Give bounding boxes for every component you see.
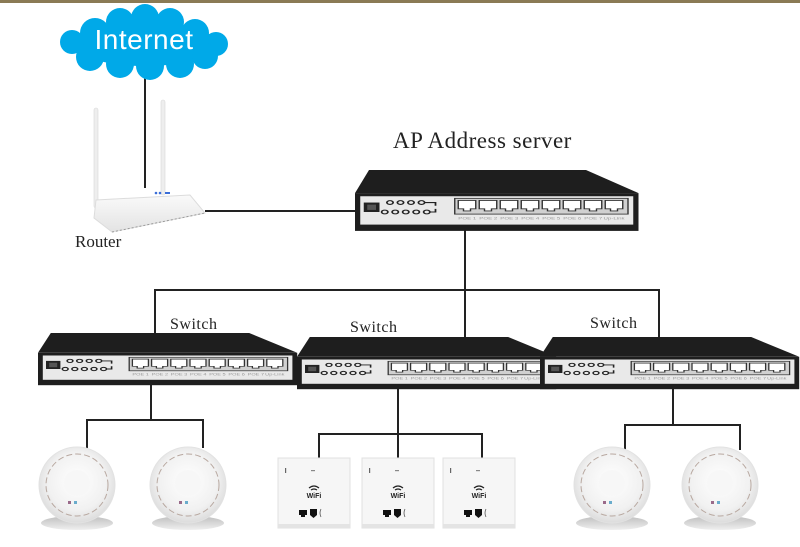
switch-1-label: Switch — [170, 316, 218, 333]
connection-lines — [86, 75, 741, 462]
edge-server-switches — [154, 289, 660, 340]
edge-switch3-aps — [624, 424, 741, 450]
switch-2-icon — [296, 336, 558, 391]
edge-switch2-aps — [318, 433, 483, 462]
server-label: AP Address server — [393, 128, 572, 153]
edge-switch1-aps — [86, 419, 204, 450]
switch-3-icon — [539, 336, 800, 391]
internet-label: Internet — [94, 24, 194, 55]
wall-ap-icon — [277, 457, 351, 529]
router-label: Router — [75, 232, 122, 251]
ceiling-ap-icon — [38, 446, 116, 531]
top-border — [0, 0, 800, 3]
switch-3-label: Switch — [590, 315, 638, 332]
ceiling-ap-icon — [149, 446, 227, 531]
server-device-icon — [354, 169, 640, 232]
ceiling-ap-icon — [681, 446, 759, 531]
wall-ap-icon — [442, 457, 516, 529]
switch-1-icon — [37, 332, 299, 387]
switch-2-label: Switch — [350, 319, 398, 336]
internet-cloud-icon — [60, 4, 228, 80]
router-icon — [93, 99, 206, 233]
ceiling-ap-icon — [573, 446, 651, 531]
wall-ap-icon — [361, 457, 435, 529]
